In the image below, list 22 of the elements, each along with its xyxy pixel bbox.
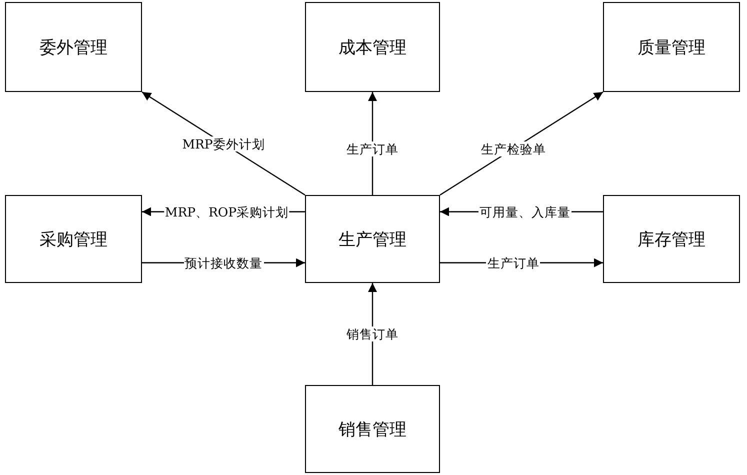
- edge-label: MRP、ROP采购计划: [164, 204, 290, 220]
- edge-label: 生产订单: [486, 255, 540, 270]
- module-name: 委外管理: [40, 36, 108, 58]
- edge-label: MRP委外计划: [181, 136, 266, 151]
- edge-label: 生产检验单: [480, 141, 547, 156]
- module-box: [603, 195, 740, 283]
- edge-label: 可用量、入库量: [478, 204, 572, 220]
- module-box: [305, 2, 440, 92]
- module-box: [5, 2, 142, 92]
- module-name: 质量管理: [638, 36, 706, 58]
- module-name: 销售管理: [338, 418, 406, 440]
- module-box: [5, 195, 142, 283]
- module-box: [305, 385, 440, 473]
- edge-label: 预计接收数量: [184, 255, 264, 270]
- module-name: 库存管理: [638, 228, 706, 250]
- module-name: 生产管理: [338, 228, 406, 250]
- edge-label: 生产订单: [346, 141, 400, 156]
- edge-label: 销售订单: [346, 326, 400, 342]
- module-name: 采购管理: [40, 228, 108, 250]
- module-name: 成本管理: [338, 36, 406, 58]
- module-box: [603, 2, 740, 92]
- module-box: [305, 195, 440, 283]
